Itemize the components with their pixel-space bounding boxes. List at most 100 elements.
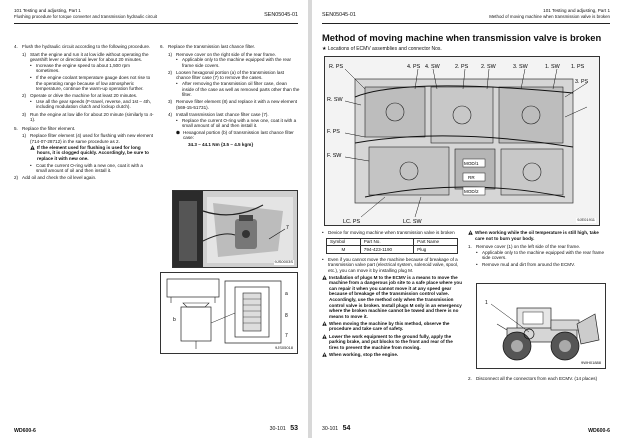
torque-spec: 34.3 – 44.1 Nm {3.5 – 4.5 kgm} bbox=[188, 142, 254, 147]
right-column-2-lower: 2. Disconnect all the connectors from ea… bbox=[468, 376, 608, 384]
figure-code: 9JE01911 bbox=[576, 217, 596, 223]
substep-number: 2) bbox=[22, 93, 27, 99]
substep-6-3: 3) Remove filter element (8) and replace… bbox=[168, 99, 300, 110]
substep-6-1: 1) Remove cover on the right side of the… bbox=[168, 52, 300, 69]
ecmv-diagram-drawing: R. PS 4. PS 4. SW 2. PS 3. SW 1. SW 1. P… bbox=[327, 64, 589, 225]
left-header-doc-code: SEN05045-01 bbox=[264, 12, 298, 18]
diagram-label: 3. SW bbox=[513, 64, 529, 70]
footer-model: WD600-6 bbox=[14, 427, 36, 434]
step-number: 2. bbox=[468, 376, 472, 381]
hex-note-text: Hexagonal portion (b) of transmission la… bbox=[183, 129, 294, 141]
diagram-label: 2. SW bbox=[481, 64, 497, 70]
diagram-label: 3. PS bbox=[575, 79, 589, 85]
wheel-dozer-drawing: 1 bbox=[485, 300, 600, 361]
warning-note: Installation of plugs M to the ECMV is a… bbox=[322, 275, 462, 320]
step-text: Flush the hydraulic circuit according to… bbox=[22, 44, 151, 49]
step-text: Replace the transmission last chance fil… bbox=[168, 44, 256, 49]
filter-photo-illustration: 7 bbox=[173, 191, 297, 267]
step-text: Add oil and check the oil level again. bbox=[22, 175, 97, 181]
column-header: Symbol bbox=[326, 237, 361, 247]
left-footer: WD600-6 30-101 53 bbox=[14, 424, 298, 434]
svg-text:1: 1 bbox=[485, 300, 488, 306]
table-cell: M bbox=[326, 245, 361, 254]
column-header: Part Name bbox=[413, 237, 458, 247]
footer-page: 30-101 54 bbox=[322, 425, 350, 434]
step-4: 4. Flush the hydraulic circuit according… bbox=[14, 44, 154, 50]
bullet: Even if you cannot move the machine beca… bbox=[322, 257, 462, 274]
warning-text: If the element used for flushing is used… bbox=[37, 144, 149, 161]
step-text: Replace the filter element. bbox=[22, 125, 76, 131]
right-header-section: 101 Testing and adjusting, Part 1 bbox=[543, 8, 610, 13]
substep-number: 1) bbox=[22, 133, 27, 139]
substep-text: Loosen hexagonal portion (a) of the tran… bbox=[176, 69, 285, 81]
page-title: Method of moving machine when transmissi… bbox=[322, 32, 602, 43]
substep-number: 3) bbox=[22, 111, 27, 117]
right-footer: 30-101 54 WD600-6 bbox=[322, 424, 610, 434]
diagram-label: MOD/2 bbox=[464, 189, 479, 194]
substep-text: Start the engine and run it at low idle … bbox=[30, 51, 149, 63]
warning-note: When working, stop the engine. bbox=[322, 352, 462, 358]
step-5: 5. Replace the filter element. bbox=[14, 126, 154, 132]
footer-page-number: 53 bbox=[290, 425, 298, 433]
warning-icon bbox=[322, 321, 327, 326]
warning-note: If the element used for flushing is used… bbox=[30, 145, 154, 162]
step-5-2: 2) Add oil and check the oil level again… bbox=[14, 175, 154, 181]
step-2: 2. Disconnect all the connectors from ea… bbox=[468, 376, 608, 382]
filter-exploded-drawing: a 8 7 b bbox=[166, 278, 288, 349]
substep-6-2: 2) Loosen hexagonal portion (a) of the t… bbox=[168, 70, 300, 98]
warning-note: Lower the work equipment to the ground f… bbox=[322, 334, 462, 351]
substep-5-1: 1) Replace filter element (4) used for f… bbox=[22, 133, 154, 174]
warning-text: Installation of plugs M to the ECMV is a… bbox=[329, 274, 463, 319]
diagram-label: 1. PS bbox=[571, 64, 585, 70]
bullet: Use all the gear speeds (F-travel, rever… bbox=[30, 99, 154, 110]
warning-icon bbox=[322, 334, 327, 339]
step-number: 6. bbox=[160, 44, 164, 49]
step-6: 6. Replace the transmission last chance … bbox=[160, 44, 300, 50]
diagram-label: LC. SW bbox=[403, 219, 422, 225]
step-text: Disconnect all the connectors from each … bbox=[476, 376, 598, 381]
table-header-row: Symbol Part No. Part Name bbox=[326, 237, 458, 247]
left-column-1: 4. Flush the hydraulic circuit according… bbox=[14, 44, 154, 183]
warning-icon bbox=[322, 275, 327, 280]
figure-code: 9WH01888 bbox=[579, 360, 602, 366]
left-column-2: 6. Replace the transmission last chance … bbox=[160, 44, 300, 149]
svg-text:7: 7 bbox=[286, 225, 289, 231]
step-number: 1. bbox=[468, 244, 472, 250]
footer-page-code: 30-101 bbox=[269, 426, 286, 433]
step-text: Remove cover (1) on the left side of the… bbox=[476, 244, 581, 250]
substep-text: Operate or drive the machine for at leas… bbox=[30, 93, 138, 99]
substep-4-1: 1) Start the engine and run it at low id… bbox=[22, 52, 154, 92]
step-number: 4. bbox=[14, 44, 18, 49]
right-header: SEN05045-01 101 Testing and adjusting, P… bbox=[322, 8, 610, 24]
ecmv-diagram: R. PS 4. PS 4. SW 2. PS 3. SW 1. SW 1. P… bbox=[324, 56, 600, 226]
substep-number: 2) bbox=[168, 69, 173, 75]
left-header: 101 Testing and adjusting, Part 1 Flushi… bbox=[14, 8, 298, 24]
bullet: Applicable only to the machine equipped … bbox=[476, 250, 608, 261]
warning-text: Lower the work equipment to the ground f… bbox=[329, 333, 453, 350]
figure-code: 9JS05018 bbox=[273, 345, 294, 351]
footer-page-code: 30-101 bbox=[322, 426, 339, 433]
diagram-label: 2. PS bbox=[455, 64, 469, 70]
hex-icon: ⬢ bbox=[176, 129, 181, 135]
footer-page: 30-101 53 bbox=[270, 425, 298, 434]
right-header-subtitle: Method of moving machine when transmissi… bbox=[489, 14, 610, 19]
step-number: 2) bbox=[14, 175, 19, 181]
column-header: Part No. bbox=[359, 237, 415, 247]
warning-text: When working while the oil temperature i… bbox=[475, 230, 599, 241]
figure-code: 9JS0003S bbox=[273, 259, 294, 265]
parts-table: Symbol Part No. Part Name M 794-423-1190… bbox=[326, 237, 458, 254]
footer-model: WD600-6 bbox=[588, 427, 610, 434]
substep-number: 4) bbox=[168, 112, 173, 118]
substep-number: 3) bbox=[168, 99, 173, 105]
right-column-1: Device for moving machine when transmiss… bbox=[322, 230, 462, 359]
bullet: Replace the current O-ring with a new on… bbox=[176, 118, 300, 129]
warning-text: When moving the machine by this method, … bbox=[329, 320, 450, 332]
bullet: Coat the current O-ring with a new one, … bbox=[30, 163, 154, 174]
diagram-label: 4. SW bbox=[425, 64, 441, 70]
right-column-2: When working while the oil temperature i… bbox=[468, 230, 608, 270]
figure-filter-drawing: a 8 7 b 9JS05018 bbox=[160, 272, 298, 354]
bullet: If the engine coolant temperature gauge … bbox=[30, 75, 154, 92]
substep-text: Install transmission last chance filter … bbox=[176, 112, 269, 118]
footer-page-number: 54 bbox=[342, 425, 351, 433]
